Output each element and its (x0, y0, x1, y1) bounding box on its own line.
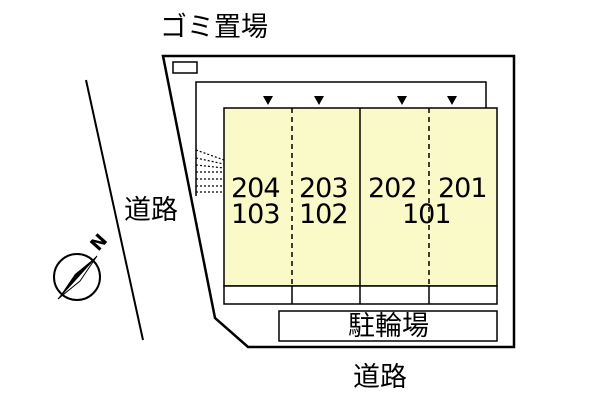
unit-label-lower: 102 (299, 199, 349, 230)
garbage-station-label: ゴミ置場 (160, 12, 268, 43)
unit-label-upper: 203 (299, 173, 349, 204)
unit-label-lower: 103 (231, 199, 281, 230)
road-west-line (85, 79, 144, 341)
garbage-station (172, 61, 198, 74)
entrance-arrow-icons (263, 96, 457, 105)
stair-hatch (195, 149, 225, 193)
unit-label-upper: 201 (438, 173, 488, 204)
unit-label-upper: 202 (368, 173, 418, 204)
bicycle-parking-box (278, 310, 498, 342)
unit-label-lower: 101 (402, 199, 452, 230)
entrance-arrow-icon (263, 96, 273, 105)
road-south-label: 道路 (353, 362, 407, 393)
bicycle-parking-label: 駐輪場 (348, 311, 429, 342)
road-west-label: 道路 (124, 195, 178, 226)
entrance-arrow-icon (314, 96, 324, 105)
unit-label-upper: 204 (231, 173, 281, 204)
compass-icon (53, 253, 101, 301)
entrance-arrow-icon (447, 96, 457, 105)
entrance-arrow-icon (397, 96, 407, 105)
driveway-outline (195, 81, 487, 196)
